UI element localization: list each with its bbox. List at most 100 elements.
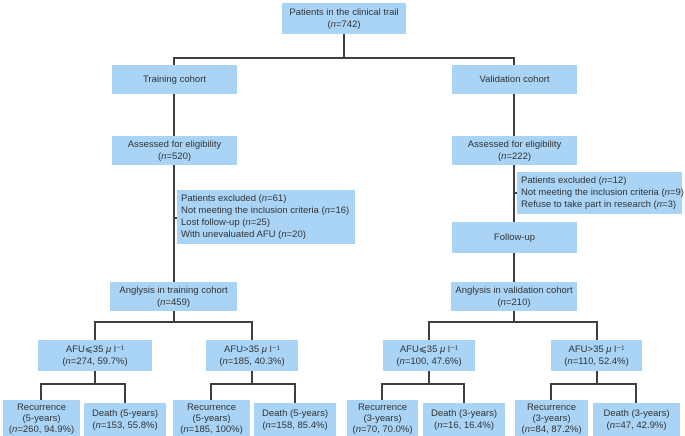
node-text: (n=153, 55.8%) xyxy=(92,419,158,431)
node-text: Recurrence xyxy=(357,401,408,413)
connector-line xyxy=(463,383,465,403)
node-text: (n=100, 47.6%) xyxy=(396,355,462,367)
node-text: AFU⩽35 μ l⁻¹ xyxy=(65,343,125,355)
connector-line xyxy=(428,371,430,385)
node-text: (n=210) xyxy=(497,296,531,308)
node-recurrence-5y-afu-le35: Recurrence (5-years) (n=260, 94.9%) xyxy=(3,400,80,436)
node-text: Death (5-years) xyxy=(92,407,158,419)
node-text: Death (3-years) xyxy=(431,407,497,419)
node-text: Death (3-years) xyxy=(603,407,670,419)
node-follow-up: Follow-up xyxy=(452,222,577,253)
connector-line xyxy=(596,321,598,340)
node-text: AFU>35 μ l⁻¹ xyxy=(568,343,625,355)
connector-line xyxy=(635,383,637,403)
node-text: (n=47, 42.9%) xyxy=(606,419,667,431)
node-text: AFU>35 μ l⁻¹ xyxy=(224,343,280,355)
connector-line xyxy=(124,383,126,403)
node-text: Not meeting the inclusion criteria (n=16… xyxy=(181,205,350,216)
connector-line xyxy=(173,94,175,136)
node-text: (5-years) xyxy=(192,412,231,424)
node-text: Death (5-years) xyxy=(262,407,328,419)
node-text: (n=16, 16.4%) xyxy=(434,419,494,431)
connector-line xyxy=(210,383,296,385)
node-text: AFU⩽35 μ l⁻¹ xyxy=(399,343,459,355)
connector-line xyxy=(513,192,518,194)
node-afu-le35-validation: AFU⩽35 μ l⁻¹ (n=100, 47.6%) xyxy=(383,340,475,371)
node-patients-in-trial: Patients in the clinical trail (n=742) xyxy=(282,3,406,34)
node-afu-le35-training: AFU⩽35 μ l⁻¹ (n=274, 59.7%) xyxy=(38,340,152,371)
node-death-5y-afu-gt35: Death (5-years) (n=158, 85.4%) xyxy=(254,403,336,436)
node-text: Assessed for eligibility xyxy=(467,138,562,150)
connector-line xyxy=(428,321,430,340)
connector-line xyxy=(513,57,515,66)
connector-line xyxy=(381,383,383,400)
node-text: Anglysis in validation cohort xyxy=(455,284,573,296)
connector-line xyxy=(513,94,515,136)
node-text: Patients excluded (n=61) xyxy=(181,193,287,204)
connector-line xyxy=(381,383,465,385)
connector-line xyxy=(94,321,253,323)
node-recurrence-3y-afu-le35: Recurrence (3-years) (n=70, 70.0%) xyxy=(347,400,418,436)
connector-line xyxy=(210,383,212,400)
node-text: Assessed for eligibility xyxy=(127,138,222,150)
node-text: (5-years) xyxy=(22,412,61,424)
node-text: (n=222) xyxy=(497,150,532,162)
node-text: (n=260, 94.9%) xyxy=(8,423,75,435)
connector-line xyxy=(550,383,637,385)
connector-line xyxy=(173,217,178,219)
node-analysis-validation: Anglysis in validation cohort (n=210) xyxy=(451,282,577,311)
connector-line xyxy=(513,165,515,222)
node-death-5y-afu-le35: Death (5-years) (n=153, 55.8%) xyxy=(84,403,166,436)
connector-line xyxy=(94,321,96,340)
node-excluded-training: Patients excluded (n=61) Not meeting the… xyxy=(177,190,355,244)
connector-line xyxy=(173,57,515,59)
node-training-cohort: Training cohort xyxy=(112,65,237,94)
connector-line xyxy=(294,383,296,403)
node-text: (n=84, 87.2%) xyxy=(521,423,582,435)
node-text: Training cohort xyxy=(142,73,206,85)
node-text: (n=520) xyxy=(157,150,192,162)
connector-line xyxy=(173,57,175,66)
node-text: (n=742) xyxy=(327,18,361,30)
node-text: Recurrence xyxy=(16,401,67,413)
node-text: (n=185, 100%) xyxy=(180,423,243,435)
connector-line xyxy=(343,33,345,58)
node-text: With unevaluated AFU (n=20) xyxy=(181,229,306,240)
connector-line xyxy=(173,165,175,282)
node-text: (n=459) xyxy=(156,296,191,308)
connector-line xyxy=(596,371,598,385)
node-text: Lost follow-up (n=25) xyxy=(181,217,270,228)
connector-line xyxy=(40,383,126,385)
node-text: (n=185, 40.3%) xyxy=(219,355,285,367)
connector-line xyxy=(251,321,253,340)
connector-line xyxy=(513,311,515,323)
node-death-3y-afu-le35: Death (3-years) (n=16, 16.4%) xyxy=(423,403,505,436)
node-text: Recurrence xyxy=(186,401,237,413)
node-analysis-training: Anglysis in training cohort (n=459) xyxy=(110,282,237,311)
node-recurrence-5y-afu-gt35: Recurrence (5-years) (n=185, 100%) xyxy=(173,400,250,436)
connector-line xyxy=(173,311,175,323)
node-text: Not meeting the inclusion criteria (n=9) xyxy=(521,187,684,198)
node-excluded-validation: Patients excluded (n=12) Not meeting the… xyxy=(517,172,684,214)
node-afu-gt35-training: AFU>35 μ l⁻¹ (n=185, 40.3%) xyxy=(206,340,298,371)
connector-line xyxy=(428,321,598,323)
node-death-3y-afu-gt35: Death (3-years) (n=47, 42.9%) xyxy=(593,403,680,436)
node-text: Anglysis in training cohort xyxy=(119,284,228,296)
node-text: (n=110, 52.4%) xyxy=(564,355,629,367)
node-text: (3-years) xyxy=(532,412,571,424)
connector-line xyxy=(40,383,42,400)
connector-line xyxy=(251,371,253,385)
node-text: (3-years) xyxy=(363,412,402,424)
connector-line xyxy=(550,383,552,400)
node-text: Refuse to take part in research (n=3) xyxy=(521,199,677,210)
node-validation-cohort: Validation cohort xyxy=(452,65,577,94)
node-text: Patients in the clinical trail xyxy=(289,6,399,18)
node-text: Follow-up xyxy=(493,231,536,243)
connector-line xyxy=(94,371,96,385)
node-text: Validation cohort xyxy=(479,73,550,85)
node-text: (n=274, 59.7%) xyxy=(62,355,128,367)
connector-line xyxy=(513,252,515,282)
node-text: Patients excluded (n=12) xyxy=(521,175,627,186)
node-recurrence-3y-afu-gt35: Recurrence (3-years) (n=84, 87.2%) xyxy=(515,400,588,436)
